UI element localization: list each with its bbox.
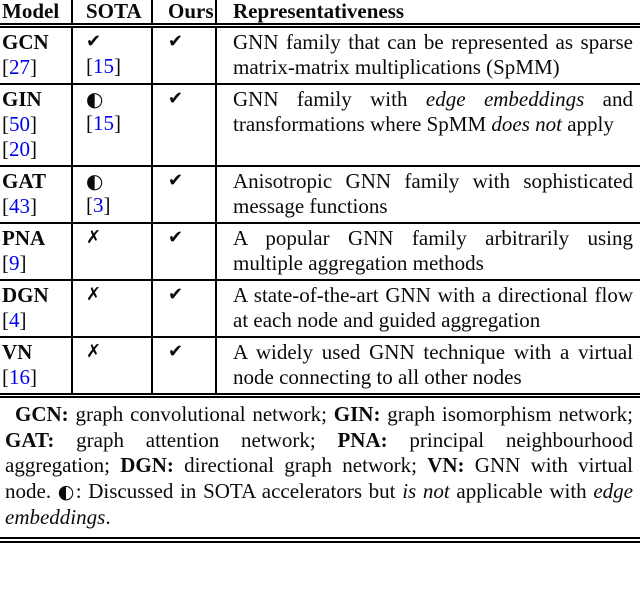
citation-link[interactable]: 9 xyxy=(9,251,20,275)
column-header-sota: SOTA xyxy=(72,0,153,28)
citation: [16] xyxy=(2,365,37,389)
cross-icon: ✗ xyxy=(86,284,102,305)
citation-link[interactable]: 50 xyxy=(9,112,30,136)
half-circle-icon: ◐ xyxy=(86,87,104,111)
citation-link[interactable]: 16 xyxy=(9,365,30,389)
citation-link[interactable]: 3 xyxy=(93,193,104,217)
row-description: A state-of-the-art GNN with a directiona… xyxy=(216,279,640,337)
citation: [20] xyxy=(2,137,37,161)
citation: [3] xyxy=(86,193,111,217)
citation: [27] xyxy=(2,55,37,79)
citation: [4] xyxy=(2,308,27,332)
citation: [43] xyxy=(2,194,37,218)
gnn-model-table: Model SOTA Ours Representativeness GCN [… xyxy=(0,0,640,398)
row-description: Anisotropic GNN family with sophisticate… xyxy=(216,165,640,223)
table-row-vn: VN [16] ✗ ✔ A widely used GNN technique … xyxy=(0,336,640,398)
half-circle-icon: ◐ xyxy=(57,480,76,503)
model-name: GAT xyxy=(2,169,46,193)
half-circle-icon: ◐ xyxy=(86,169,104,193)
citation-link[interactable]: 27 xyxy=(9,55,30,79)
citation-link[interactable]: 43 xyxy=(9,194,30,218)
check-icon: ✔ xyxy=(86,31,102,52)
column-header-ours: Ours xyxy=(152,0,217,28)
column-header-model: Model xyxy=(0,0,73,28)
table-row-gcn: GCN [27] ✔ [15] ✔ GNN family that can be… xyxy=(0,25,640,84)
citation: [15] xyxy=(86,54,121,78)
model-name: GIN xyxy=(2,87,42,111)
table-header-row: Model SOTA Ours Representativeness xyxy=(0,0,640,28)
model-name: VN xyxy=(2,340,33,364)
table-row-dgn: DGN [4] ✗ ✔ A state-of-the-art GNN with … xyxy=(0,279,640,337)
table-row-gat: GAT [43] ◐ [3] ✔ Anisotropic GNN family … xyxy=(0,165,640,223)
check-icon: ✔ xyxy=(168,227,184,248)
cross-icon: ✗ xyxy=(86,341,102,362)
table-footnote: GCN: graph convolutional network; GIN: g… xyxy=(0,398,640,543)
row-description: A popular GNN family arbitrarily using m… xyxy=(216,222,640,280)
citation-link[interactable]: 4 xyxy=(9,308,20,332)
table-row-gin: GIN [50] [20] ◐ [15] ✔ GNN family with e… xyxy=(0,83,640,166)
model-name: DGN xyxy=(2,283,49,307)
citation-link[interactable]: 20 xyxy=(9,137,30,161)
citation-link[interactable]: 15 xyxy=(93,54,114,78)
citation-link[interactable]: 15 xyxy=(93,111,114,135)
table-row-pna: PNA [9] ✗ ✔ A popular GNN family arbitra… xyxy=(0,222,640,280)
model-name: PNA xyxy=(2,226,46,250)
cross-icon: ✗ xyxy=(86,227,102,248)
row-description: GNN family that can be represented as sp… xyxy=(233,30,633,79)
check-icon: ✔ xyxy=(168,31,184,52)
check-icon: ✔ xyxy=(168,88,184,109)
check-icon: ✔ xyxy=(168,341,184,362)
citation: [50] xyxy=(2,112,37,136)
check-icon: ✔ xyxy=(168,284,184,305)
row-description: A widely used GNN technique with a virtu… xyxy=(216,336,640,398)
row-description: GNN family with edge embeddings and tran… xyxy=(216,83,640,166)
check-icon: ✔ xyxy=(168,170,184,191)
citation: [15] xyxy=(86,111,121,135)
column-header-representativeness: Representativeness xyxy=(216,0,640,28)
model-name: GCN xyxy=(2,30,49,54)
citation: [9] xyxy=(2,251,27,275)
